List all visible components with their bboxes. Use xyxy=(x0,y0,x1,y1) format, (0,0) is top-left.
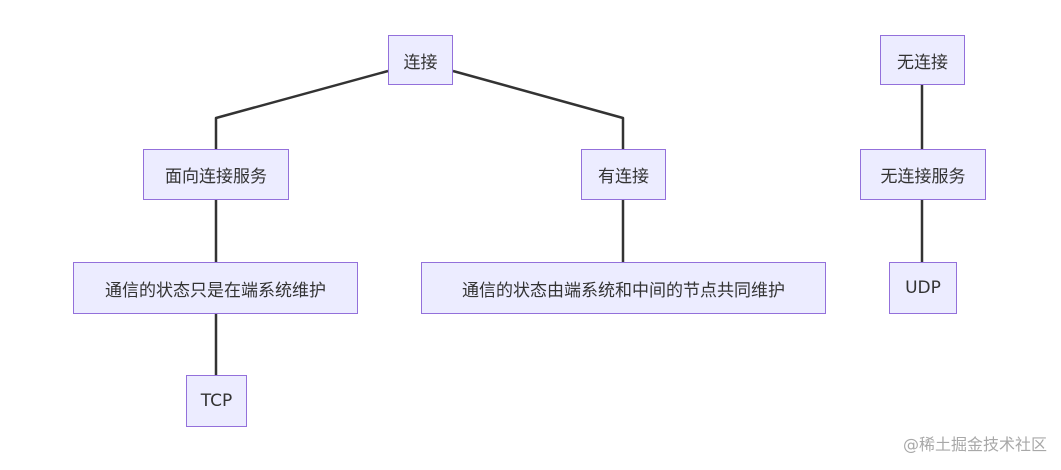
node-state-end-and-intermediate: 通信的状态由端系统和中间的节点共同维护 xyxy=(421,262,826,314)
watermark: @稀土掘金技术社区 xyxy=(902,435,1047,454)
edge-connection-to-connection-oriented-service xyxy=(214,69,389,149)
node-connection-oriented-service: 面向连接服务 xyxy=(143,149,289,200)
edge-connection-to-stateful-connection xyxy=(452,69,625,149)
node-tcp: TCP xyxy=(186,375,247,427)
node-connectionless: 无连接 xyxy=(880,35,965,85)
node-connectionless-service: 无连接服务 xyxy=(860,149,986,200)
node-connection: 连接 xyxy=(388,35,453,85)
node-stateful-connection: 有连接 xyxy=(581,149,666,200)
node-state-end-systems: 通信的状态只是在端系统维护 xyxy=(73,262,358,314)
node-udp: UDP xyxy=(889,262,957,314)
